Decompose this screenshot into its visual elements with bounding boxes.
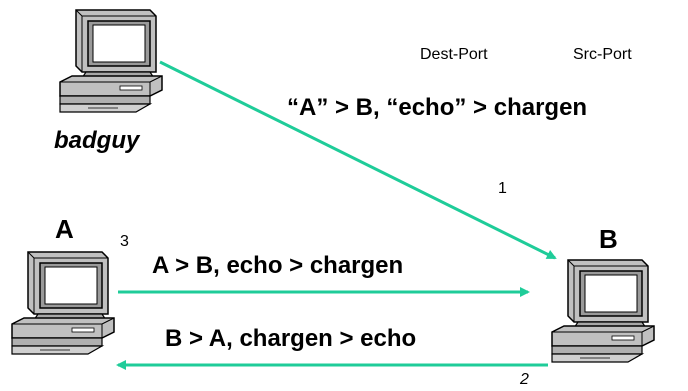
step-2-label: 2 (520, 371, 529, 388)
host-a-computer-icon (11, 251, 115, 355)
badguy-label: badguy (54, 127, 140, 154)
spoofed-arrow (159, 60, 557, 260)
host-b-label: B (599, 224, 618, 254)
host-a-label: A (55, 214, 74, 244)
dest-port-label: Dest-Port (420, 46, 488, 63)
src-port-label: Src-Port (573, 46, 632, 63)
step-3-label: 3 (120, 233, 129, 250)
badguy-computer-icon (59, 9, 163, 113)
step-1-label: 1 (498, 180, 507, 197)
a-to-b-message-label: A > B, echo > chargen (152, 252, 404, 279)
b-to-a-message-label: B > A, chargen > echo (165, 325, 417, 352)
host-b-computer-icon (551, 259, 655, 363)
spoofed-message-label: “A” > B, “echo” > chargen (287, 94, 588, 121)
